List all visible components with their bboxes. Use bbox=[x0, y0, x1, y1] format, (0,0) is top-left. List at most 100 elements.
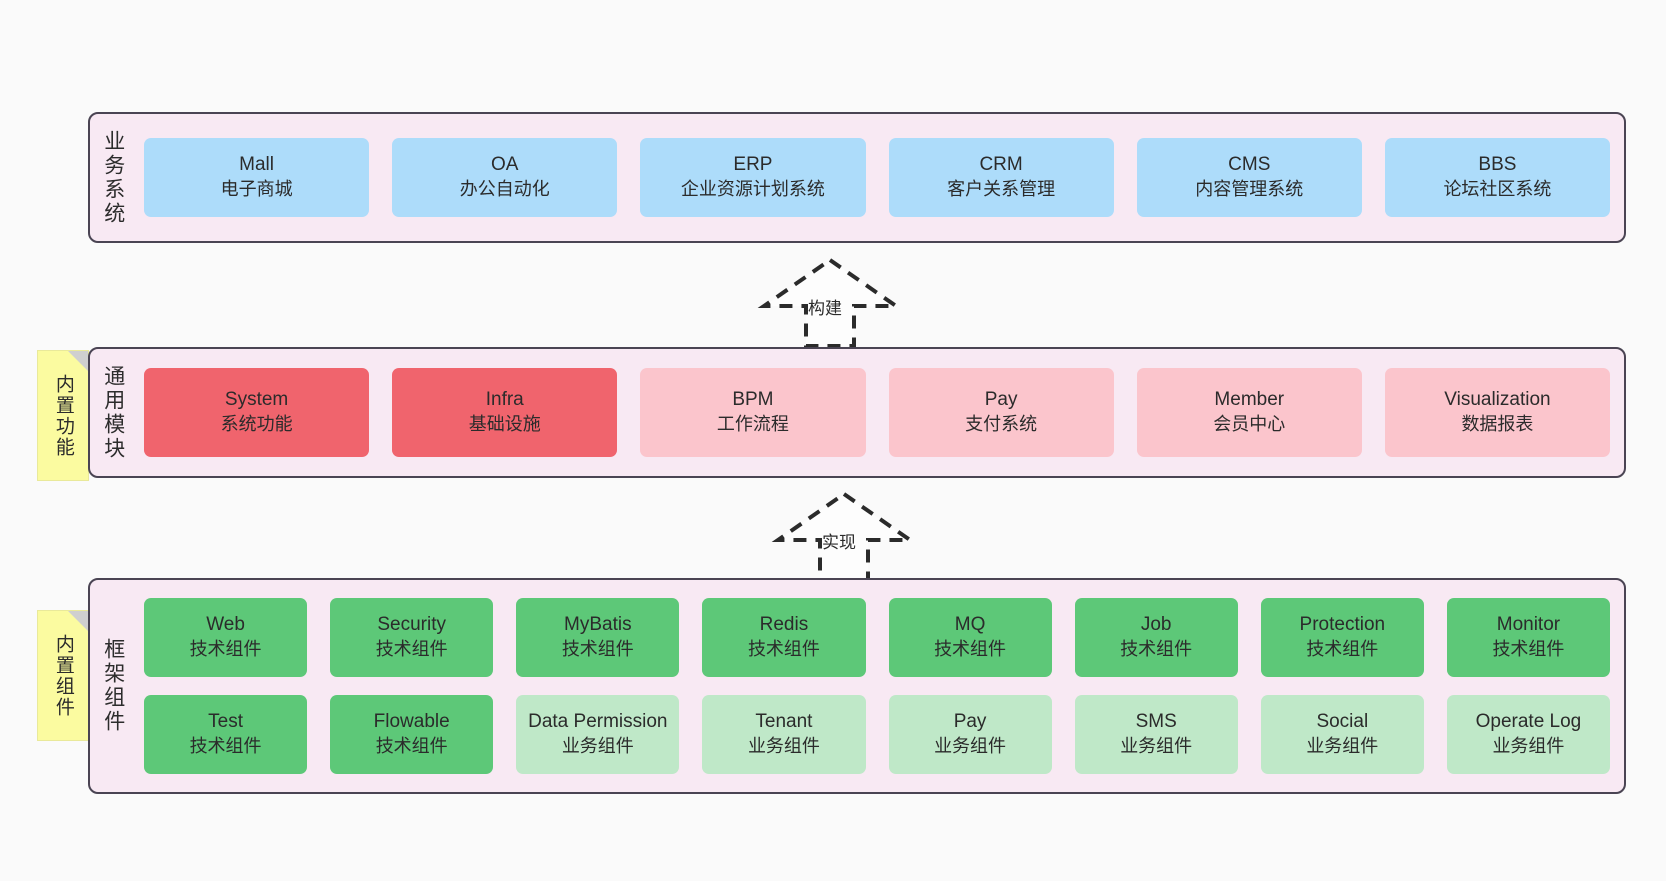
item-tenant[interactable]: Tenant 业务组件 bbox=[702, 695, 866, 774]
item-oa[interactable]: OA 办公自动化 bbox=[392, 138, 618, 217]
item-infra[interactable]: Infra 基础设施 bbox=[392, 368, 618, 457]
item-mq[interactable]: MQ 技术组件 bbox=[888, 598, 1052, 677]
item-title: CRM bbox=[979, 154, 1023, 176]
item-erp[interactable]: ERP 企业资源计划系统 bbox=[640, 138, 866, 217]
layer-body-common-modules: System 系统功能 Infra 基础设施 BPM 工作流程 Pay 支付系统… bbox=[136, 349, 1624, 476]
item-row: Mall 电子商城 OA 办公自动化 ERP 企业资源计划系统 CRM 客户关系… bbox=[144, 138, 1611, 217]
item-subtitle: 技术组件 bbox=[1120, 639, 1193, 660]
item-title: OA bbox=[491, 154, 519, 176]
item-job[interactable]: Job 技术组件 bbox=[1074, 598, 1238, 677]
item-security[interactable]: Security 技术组件 bbox=[330, 598, 494, 677]
item-subtitle: 技术组件 bbox=[561, 639, 634, 660]
item-subtitle: 技术组件 bbox=[1306, 639, 1379, 660]
item-title: BBS bbox=[1478, 154, 1517, 176]
item-title: Flowable bbox=[373, 711, 450, 733]
item-title: Tenant bbox=[755, 711, 813, 733]
connector-build-label: 构建 bbox=[808, 299, 842, 318]
item-subtitle: 办公自动化 bbox=[459, 179, 550, 200]
layer-label-framework-components: 框架组件 bbox=[101, 638, 125, 734]
layer-body-business-systems: Mall 电子商城 OA 办公自动化 ERP 企业资源计划系统 CRM 客户关系… bbox=[136, 114, 1624, 241]
item-subtitle: 客户关系管理 bbox=[947, 179, 1056, 200]
layer-panel-common-modules: 通用模块 System 系统功能 Infra 基础设施 BPM 工作流程 Pay… bbox=[88, 347, 1626, 478]
item-pay-business[interactable]: Pay 业务组件 bbox=[888, 695, 1052, 774]
item-subtitle: 工作流程 bbox=[716, 414, 789, 435]
layer-panel-framework-components: 框架组件 Web 技术组件 Security 技术组件 MyBatis 技术组件… bbox=[88, 578, 1626, 794]
connector-build: 构建 bbox=[756, 257, 904, 348]
item-row: Test 技术组件 Flowable 技术组件 Data Permission … bbox=[144, 695, 1610, 774]
note-builtin-components: 内置组件 bbox=[37, 610, 89, 741]
item-subtitle: 技术组件 bbox=[189, 736, 262, 757]
item-title: Monitor bbox=[1496, 614, 1561, 636]
note-fold-icon bbox=[68, 611, 88, 631]
item-subtitle: 技术组件 bbox=[934, 639, 1007, 660]
item-title: Redis bbox=[759, 614, 809, 636]
item-title: ERP bbox=[733, 154, 773, 176]
item-title: Social bbox=[1316, 711, 1369, 733]
item-mybatis[interactable]: MyBatis 技术组件 bbox=[516, 598, 680, 677]
item-protection[interactable]: Protection 技术组件 bbox=[1260, 598, 1424, 677]
item-subtitle: 业务组件 bbox=[934, 736, 1007, 757]
note-builtin-features: 内置功能 bbox=[37, 350, 89, 481]
item-bbs[interactable]: BBS 论坛社区系统 bbox=[1384, 138, 1611, 217]
item-subtitle: 内容管理系统 bbox=[1195, 179, 1304, 200]
item-subtitle: 会员中心 bbox=[1213, 414, 1286, 435]
item-title: Test bbox=[208, 711, 243, 733]
item-system[interactable]: System 系统功能 bbox=[144, 368, 370, 457]
item-social[interactable]: Social 业务组件 bbox=[1260, 695, 1424, 774]
layer-body-framework-components: Web 技术组件 Security 技术组件 MyBatis 技术组件 Redi… bbox=[136, 580, 1624, 792]
item-title: Member bbox=[1214, 389, 1285, 411]
item-subtitle: 数据报表 bbox=[1461, 414, 1534, 435]
item-data-permission[interactable]: Data Permission 业务组件 bbox=[516, 695, 680, 774]
layer-label-common-modules: 通用模块 bbox=[101, 364, 125, 461]
note-fold-icon bbox=[68, 351, 88, 371]
item-title: Job bbox=[1140, 614, 1172, 636]
item-subtitle: 企业资源计划系统 bbox=[680, 179, 825, 200]
item-pay[interactable]: Pay 支付系统 bbox=[888, 368, 1114, 457]
item-monitor[interactable]: Monitor 技术组件 bbox=[1446, 598, 1610, 677]
item-title: Pay bbox=[953, 711, 987, 733]
layer-label-business-systems: 业务系统 bbox=[101, 129, 125, 226]
item-sms[interactable]: SMS 业务组件 bbox=[1074, 695, 1238, 774]
item-subtitle: 论坛社区系统 bbox=[1443, 179, 1552, 200]
item-title: Pay bbox=[984, 389, 1018, 411]
item-title: Protection bbox=[1299, 614, 1386, 636]
item-subtitle: 技术组件 bbox=[375, 639, 448, 660]
item-title: Data Permission bbox=[528, 711, 668, 733]
item-subtitle: 业务组件 bbox=[1306, 736, 1379, 757]
item-title: CMS bbox=[1228, 154, 1271, 176]
item-operate-log[interactable]: Operate Log 业务组件 bbox=[1446, 695, 1610, 774]
item-title: Infra bbox=[485, 389, 524, 411]
item-subtitle: 技术组件 bbox=[1492, 639, 1565, 660]
item-member[interactable]: Member 会员中心 bbox=[1136, 368, 1362, 457]
item-redis[interactable]: Redis 技术组件 bbox=[702, 598, 866, 677]
item-subtitle: 业务组件 bbox=[1120, 736, 1193, 757]
connector-implement: 实现 bbox=[770, 491, 918, 582]
item-bpm[interactable]: BPM 工作流程 bbox=[640, 368, 866, 457]
item-subtitle: 支付系统 bbox=[965, 414, 1038, 435]
note-label: 内置组件 bbox=[52, 633, 74, 718]
item-mall[interactable]: Mall 电子商城 bbox=[144, 138, 370, 217]
item-subtitle: 业务组件 bbox=[1492, 736, 1565, 757]
item-visualization[interactable]: Visualization 数据报表 bbox=[1384, 368, 1611, 457]
item-subtitle: 电子商城 bbox=[220, 179, 293, 200]
item-subtitle: 技术组件 bbox=[375, 736, 448, 757]
item-subtitle: 基础设施 bbox=[468, 414, 541, 435]
item-subtitle: 业务组件 bbox=[747, 736, 820, 757]
item-title: Mall bbox=[239, 154, 274, 176]
item-crm[interactable]: CRM 客户关系管理 bbox=[888, 138, 1114, 217]
item-row: Web 技术组件 Security 技术组件 MyBatis 技术组件 Redi… bbox=[144, 598, 1610, 677]
item-title: BPM bbox=[732, 389, 774, 411]
item-flowable[interactable]: Flowable 技术组件 bbox=[330, 695, 494, 774]
item-subtitle: 技术组件 bbox=[189, 639, 262, 660]
item-test[interactable]: Test 技术组件 bbox=[144, 695, 308, 774]
item-title: Visualization bbox=[1444, 389, 1551, 411]
item-subtitle: 业务组件 bbox=[561, 736, 634, 757]
note-label: 内置功能 bbox=[52, 373, 74, 458]
item-subtitle: 技术组件 bbox=[747, 639, 820, 660]
item-web[interactable]: Web 技术组件 bbox=[144, 598, 308, 677]
item-title: MQ bbox=[954, 614, 986, 636]
item-title: Security bbox=[377, 614, 446, 636]
item-title: System bbox=[224, 389, 289, 411]
item-cms[interactable]: CMS 内容管理系统 bbox=[1136, 138, 1362, 217]
